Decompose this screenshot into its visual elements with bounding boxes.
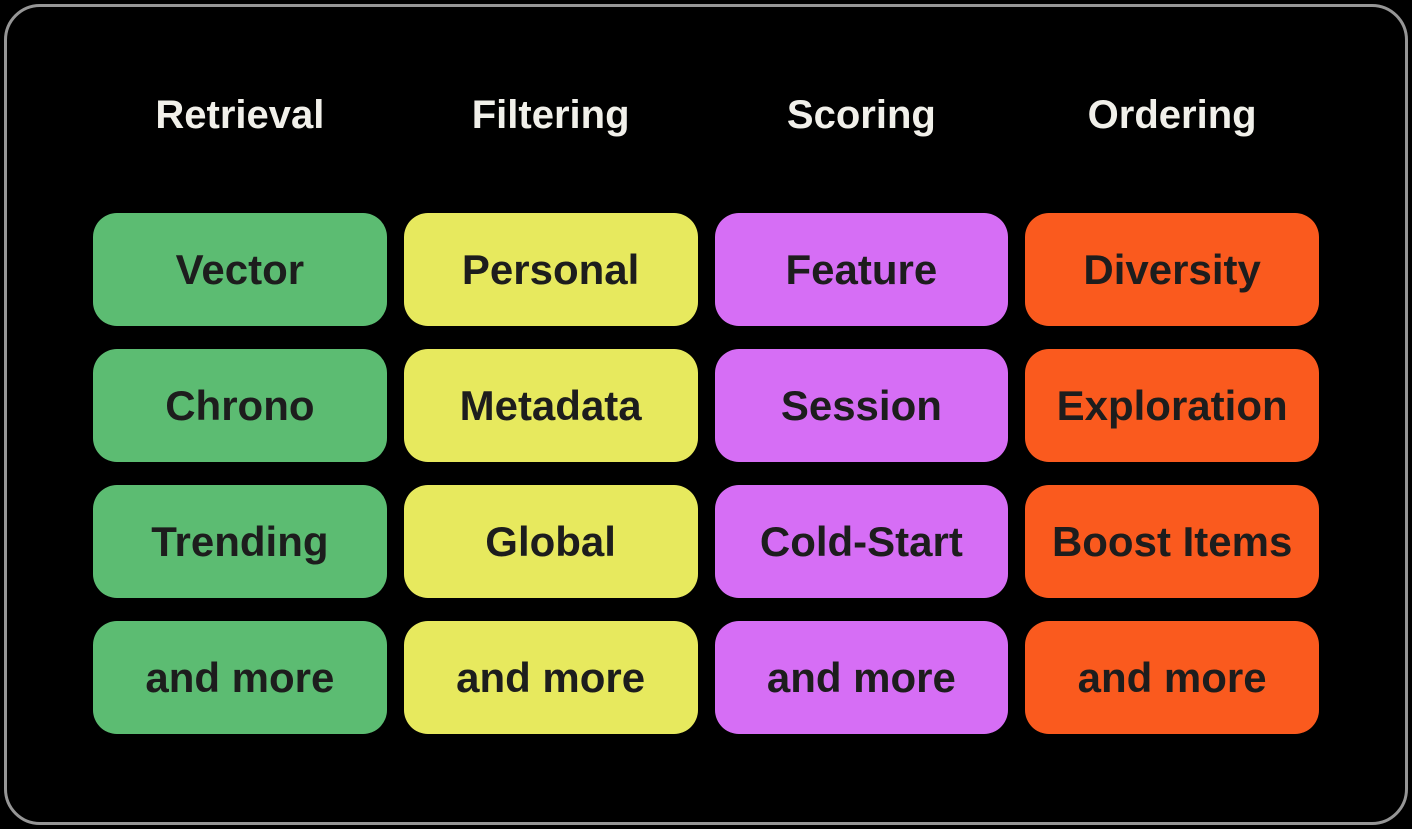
box-ordering-boost-items: Boost Items xyxy=(1025,485,1319,598)
box-filtering-metadata: Metadata xyxy=(403,349,698,462)
column-header-scoring: Scoring xyxy=(786,93,936,137)
box-ordering-and-more: and more xyxy=(1025,621,1319,734)
box-scoring-feature: Feature xyxy=(714,213,1009,326)
box-filtering-personal: Personal xyxy=(403,213,698,326)
box-retrieval-chrono: Chrono xyxy=(93,349,387,462)
column-headers: Retrieval Filtering Scoring Ordering xyxy=(93,91,1319,139)
box-retrieval-and-more: and more xyxy=(93,621,387,734)
column-header-filtering: Filtering xyxy=(471,93,630,137)
stage-grid: Vector Personal Feature Diversity Chrono… xyxy=(93,213,1319,734)
box-filtering-and-more: and more xyxy=(403,621,698,734)
box-scoring-and-more: and more xyxy=(714,621,1009,734)
box-scoring-session: Session xyxy=(714,349,1009,462)
column-header-ordering: Ordering xyxy=(1087,93,1257,137)
box-retrieval-vector: Vector xyxy=(93,213,387,326)
box-retrieval-trending: Trending xyxy=(93,485,387,598)
box-scoring-cold-start: Cold-Start xyxy=(714,485,1009,598)
column-header-retrieval: Retrieval xyxy=(155,93,325,137)
pipeline-panel: Retrieval Filtering Scoring Ordering Vec… xyxy=(4,4,1408,825)
box-filtering-global: Global xyxy=(403,485,698,598)
box-ordering-exploration: Exploration xyxy=(1025,349,1319,462)
box-ordering-diversity: Diversity xyxy=(1025,213,1319,326)
